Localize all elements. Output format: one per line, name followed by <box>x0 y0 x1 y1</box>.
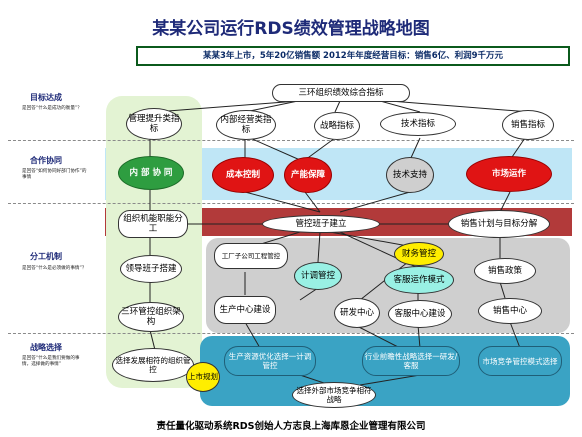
node-customer-service[interactable]: 客服运作模式 <box>384 266 454 294</box>
footer-credit: 责任量化驱动系统RDS创始人方志良上海库恩企业管理有限公司 <box>156 421 426 432</box>
node-factory[interactable]: 工厂子公司工程管控 <box>214 243 288 269</box>
layer-desc-mechanism: 是回答“什么是必须做的事情”？ <box>22 266 87 271</box>
node-production-center[interactable]: 生产中心建设 <box>214 296 276 324</box>
node-sales-policy[interactable]: 销售政策 <box>474 258 536 284</box>
separator-1 <box>8 140 574 141</box>
node-leader-team[interactable]: 领导班子搭建 <box>120 255 182 283</box>
node-tech-index[interactable]: 技术指标 <box>380 112 456 136</box>
node-choose-org[interactable]: 选择发展相符的组织管控 <box>112 348 194 382</box>
layer-desc-collab: 是回答“如何协同好部门协作”的事情 <box>22 169 87 180</box>
node-internal-collab[interactable]: 内 部 协 同 <box>118 156 184 190</box>
node-finance[interactable]: 财务管控 <box>394 242 444 266</box>
node-coordination[interactable]: 计调管控 <box>294 262 342 290</box>
node-three-ring-synthesis[interactable]: 三环组织绩效综合指标 <box>272 84 410 102</box>
node-org-function[interactable]: 组织机能职能分工 <box>118 210 188 238</box>
node-listing-plan[interactable]: 上市规划 <box>186 362 220 392</box>
node-marketing-model[interactable]: 市场竞争管控模式选择 <box>478 346 562 376</box>
layer-label-strategy: 战略选择 <box>30 343 62 352</box>
layer-label-collab: 合作协同 <box>30 156 62 165</box>
layer-desc-strategy: 是回答“什么是我们要做的事情，选择做的事情” <box>22 356 80 367</box>
layer-label-mechanism: 分工机制 <box>30 252 62 261</box>
node-rd-center[interactable]: 研发中心 <box>334 298 380 328</box>
node-capacity[interactable]: 产能保障 <box>284 157 332 193</box>
layer-desc-goal: 是回答“什么是成功的衡量”？ <box>22 106 82 111</box>
node-customer-center[interactable]: 客服中心建设 <box>388 300 452 328</box>
node-sales-center[interactable]: 销售中心 <box>478 298 542 324</box>
node-three-ring-structure[interactable]: 三环管控组织架构 <box>118 302 184 332</box>
layer-label-goal: 目标达成 <box>30 93 62 102</box>
node-sales-plan[interactable]: 销售计划与目标分解 <box>448 210 550 238</box>
separator-2 <box>8 203 574 204</box>
page-title: 某某公司运行RDS绩效管理战略地图 <box>152 19 430 39</box>
node-cost-control[interactable]: 成本控制 <box>212 157 274 193</box>
node-mgmt-improve[interactable]: 管理提升类指标 <box>126 108 182 140</box>
node-industry-strategy[interactable]: 行业前瞻性战略选择一研发/客服 <box>362 346 460 376</box>
node-control-team[interactable]: 管控班子建立 <box>262 215 380 233</box>
separator-3 <box>8 333 574 334</box>
node-hr-optimize[interactable]: 生产资源优化选择一计调管控 <box>224 346 316 376</box>
node-strategy-index[interactable]: 战略指标 <box>314 112 360 140</box>
node-sales-index[interactable]: 销售指标 <box>502 110 554 140</box>
node-internal-ops[interactable]: 内部经营类指标 <box>216 110 276 140</box>
goal-bar: 某某3年上市，5年20亿销售额 2012年年度经营目标：销售6亿、利润9千万元 <box>136 46 570 66</box>
node-tech-support[interactable]: 技术支持 <box>386 157 434 193</box>
node-market-ops[interactable]: 市场运作 <box>466 156 552 192</box>
left-green-column <box>106 96 202 388</box>
node-external-market[interactable]: 选择外部市场竞争相符战略 <box>292 382 376 408</box>
